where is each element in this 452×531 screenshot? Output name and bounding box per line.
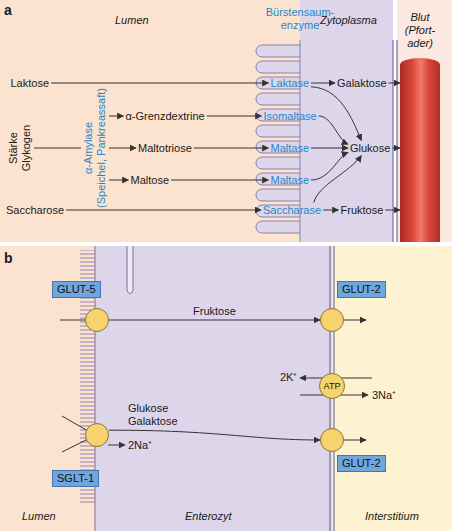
flow-arrow bbox=[314, 156, 362, 203]
transporter-circle: GLUT-5 bbox=[85, 308, 109, 332]
node-text: α-Amylase bbox=[82, 84, 95, 212]
sugar-label: Fruktose bbox=[339, 203, 386, 218]
enzyme-label: Laktase bbox=[269, 76, 312, 91]
flow-arrow bbox=[66, 210, 261, 211]
enterocyte-region bbox=[95, 246, 332, 531]
node-text: (Speichel, Pankreassaft) bbox=[95, 84, 108, 212]
node-text: Galaktose bbox=[337, 77, 387, 90]
transporter-circle: GLUT-2 bbox=[320, 428, 344, 452]
transporter-name-box: SGLT-1 bbox=[52, 470, 99, 487]
transporter-circle: GLUT-2 bbox=[320, 308, 344, 332]
region-label: Zytoplasma bbox=[320, 14, 377, 27]
node-text: Saccharose bbox=[6, 204, 64, 217]
region-label: Interstitium bbox=[365, 510, 419, 523]
node-text: Maltase bbox=[271, 174, 310, 187]
enzyme-label: Maltase bbox=[269, 141, 312, 156]
flow-arrow bbox=[109, 430, 320, 440]
lumen-input-line bbox=[62, 439, 88, 452]
flow-arrow bbox=[389, 83, 401, 84]
sugar-label: Galaktose bbox=[335, 76, 389, 91]
node-text: Isomaltase bbox=[264, 110, 317, 123]
transporter-circle: SGLT-1 bbox=[85, 423, 109, 447]
region-label: Lumen bbox=[22, 510, 56, 523]
amylase-label: α-Amylase(Speichel, Pankreassaft) bbox=[81, 82, 109, 214]
node-text: Laktase bbox=[271, 77, 310, 90]
flow-arrow bbox=[171, 180, 269, 181]
basolateral-membrane bbox=[396, 40, 397, 242]
flow-arrow bbox=[323, 210, 338, 211]
transporter-name-box: GLUT-2 bbox=[337, 455, 386, 472]
flow-arrow bbox=[311, 148, 348, 149]
node-text: Stärke Glykogen bbox=[7, 120, 33, 176]
flow-arrow bbox=[51, 83, 269, 84]
node-text: Maltose bbox=[131, 174, 170, 187]
region-label: Lumen bbox=[115, 14, 149, 27]
atpase-pump: ATP bbox=[319, 373, 345, 399]
region-label: Enterozyt bbox=[185, 510, 231, 523]
lumen-input-line bbox=[62, 416, 88, 431]
transporter-name-box: GLUT-2 bbox=[337, 281, 386, 298]
ion-label: 2Na⁺ bbox=[128, 439, 152, 452]
node-text: Maltotriose bbox=[138, 142, 192, 155]
edge-label: Fruktose bbox=[193, 305, 236, 318]
sugar-label: Saccharose bbox=[4, 203, 66, 218]
flow-arrow bbox=[109, 320, 320, 321]
basolateral-membrane bbox=[392, 40, 393, 242]
sugar-label: α-Grenzdextrine bbox=[124, 109, 207, 124]
sodium-arrow bbox=[108, 445, 125, 446]
substrate-label: Stärke Glykogen bbox=[6, 118, 34, 178]
flow-arrow bbox=[311, 87, 361, 141]
node-text: Maltase bbox=[271, 142, 310, 155]
flow-arrow bbox=[194, 148, 269, 149]
enzyme-label: Saccharase bbox=[261, 203, 323, 218]
flow-arrow bbox=[319, 116, 348, 144]
panel-letter: b bbox=[4, 250, 13, 266]
vessel-heading: Blut (Pfort- ader) bbox=[397, 11, 443, 50]
node-text: α-Grenzdextrine bbox=[126, 110, 205, 123]
sugar-label: Laktose bbox=[9, 76, 52, 91]
flow-arrow bbox=[311, 153, 348, 181]
flow-arrow bbox=[385, 210, 400, 211]
node-text: Glukose bbox=[350, 142, 390, 155]
flow-arrow bbox=[392, 148, 400, 149]
sugar-label: Maltose bbox=[129, 173, 172, 188]
node-text: Saccharase bbox=[263, 204, 321, 217]
flow-arrow bbox=[109, 148, 136, 149]
interstitium-region bbox=[332, 246, 452, 531]
outflow-arrow bbox=[344, 440, 366, 441]
ion-label: 2K⁺ bbox=[280, 371, 297, 384]
flow-arrow bbox=[109, 116, 124, 117]
enzyme-label: Isomaltase bbox=[262, 109, 319, 124]
node-text: Fruktose bbox=[341, 204, 384, 217]
transport-arrows bbox=[60, 320, 372, 452]
lumen-region bbox=[0, 0, 300, 242]
lumen-input-line bbox=[60, 320, 86, 321]
sugar-label: Maltotriose bbox=[136, 141, 194, 156]
enzyme-label: Maltase bbox=[269, 173, 312, 188]
ion-label: 3Na⁺ bbox=[372, 389, 396, 402]
blood-vessel: Blut (Pfort- ader) bbox=[400, 58, 440, 242]
blood-region bbox=[397, 0, 452, 242]
flow-arrow bbox=[207, 116, 262, 117]
transporter-name-box: GLUT-5 bbox=[52, 281, 101, 298]
pump-text: ATP bbox=[320, 374, 344, 398]
node-text: Laktose bbox=[11, 77, 50, 90]
edge-label: Glukose Galaktose bbox=[128, 402, 184, 428]
lateral-cell-junction bbox=[127, 246, 133, 294]
flow-arrow bbox=[311, 83, 335, 84]
sugar-label: Glukose bbox=[348, 141, 392, 156]
flow-arrow bbox=[34, 148, 81, 149]
flow-arrow bbox=[109, 180, 129, 181]
panel-letter: a bbox=[4, 2, 12, 18]
outflow-arrow bbox=[344, 320, 366, 321]
